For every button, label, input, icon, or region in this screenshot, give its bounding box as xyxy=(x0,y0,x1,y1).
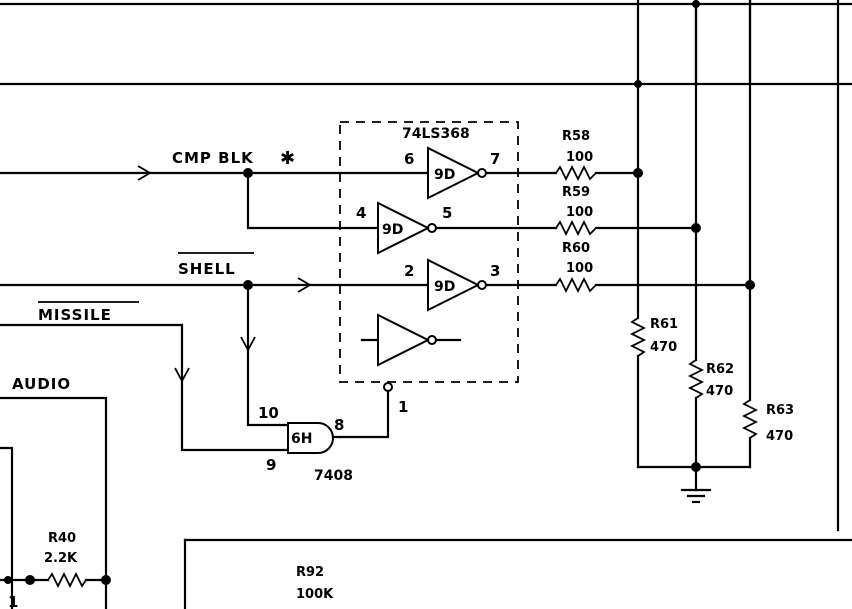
and-gate-out: 8 xyxy=(334,416,344,434)
and-gate-in-a: 10 xyxy=(258,404,279,422)
label-cmp-blk-mark: ✱ xyxy=(280,148,296,169)
r61-value: 470 xyxy=(650,340,677,355)
resistor-r58 xyxy=(555,164,640,182)
r40-ref: R40 xyxy=(48,531,76,546)
resistor-r40 xyxy=(0,571,111,589)
r60-ref: R60 xyxy=(562,241,590,256)
r92-ref: R92 xyxy=(296,565,324,580)
r40-value: 2.2K xyxy=(44,551,78,566)
r62-value: 470 xyxy=(706,384,733,399)
net-cmp-blk xyxy=(0,165,430,230)
enable-pin xyxy=(338,382,393,439)
ic-74ls368-package xyxy=(339,121,519,383)
and-gate-6h xyxy=(287,422,342,454)
r58-value: 100 xyxy=(566,150,593,165)
label-audio: AUDIO xyxy=(12,375,71,393)
gate-2-designator: 9D xyxy=(382,222,403,238)
and-gate-designator: 6H xyxy=(291,431,312,447)
gate-2-out-pin: 5 xyxy=(442,204,452,222)
and-gate-part: 7408 xyxy=(314,468,353,484)
and-gate-in-b: 9 xyxy=(266,456,276,474)
resistor-r61 xyxy=(629,82,647,469)
gate-3-out-pin: 3 xyxy=(490,262,500,280)
gate-1-designator: 9D xyxy=(434,167,455,183)
inverter-gate-2 xyxy=(377,201,558,255)
net-shell xyxy=(0,277,430,427)
r58-ref: R58 xyxy=(562,129,590,144)
r63-ref: R63 xyxy=(766,403,794,418)
inverter-gate-3 xyxy=(427,258,558,312)
r59-ref: R59 xyxy=(562,185,590,200)
gate-3-in-pin: 2 xyxy=(404,262,414,280)
ground-symbol xyxy=(636,465,752,504)
r59-value: 100 xyxy=(566,205,593,220)
gate-3-designator: 9D xyxy=(434,279,455,295)
label-missile: MISSILE xyxy=(38,306,112,324)
enable-pin-number: 1 xyxy=(398,398,408,416)
r92-value: 100K xyxy=(296,587,334,602)
net-audio xyxy=(0,396,108,609)
gate-1-out-pin: 7 xyxy=(490,150,500,168)
edge-mark: 1 xyxy=(8,593,18,609)
resistor-r62 xyxy=(687,2,705,492)
r63-value: 470 xyxy=(766,429,793,444)
label-shell: SHELL xyxy=(178,260,236,278)
resistor-r59 xyxy=(555,219,698,237)
net-missile xyxy=(0,323,290,452)
inverter-gate-4-unused xyxy=(360,313,462,367)
inverter-gate-1 xyxy=(427,146,558,200)
gate-2-in-pin: 4 xyxy=(356,204,366,222)
gate-1-in-pin: 6 xyxy=(404,150,414,168)
r61-ref: R61 xyxy=(650,317,678,332)
r60-value: 100 xyxy=(566,261,593,276)
r62-ref: R62 xyxy=(706,362,734,377)
ic-74ls368-part: 74LS368 xyxy=(402,126,470,142)
resistor-r60 xyxy=(555,276,752,294)
resistor-r63 xyxy=(741,0,759,469)
label-cmp-blk: CMP BLK xyxy=(172,149,254,167)
